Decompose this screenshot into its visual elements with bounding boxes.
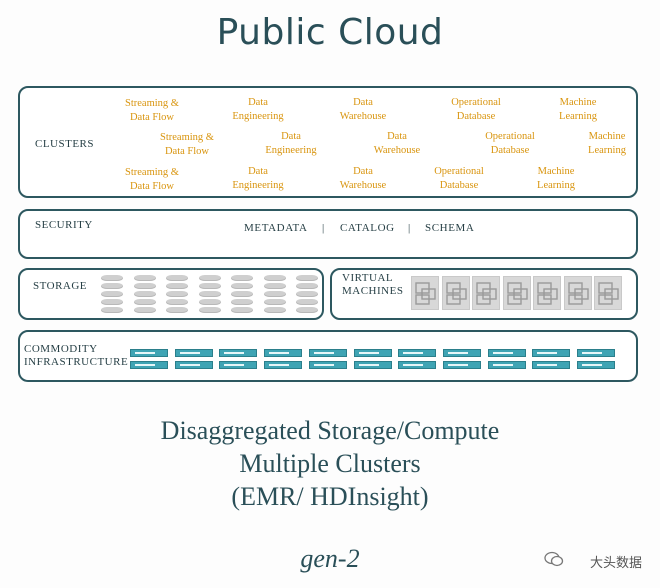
cluster-service: Data Warehouse [339,97,387,122]
server-node-icon [308,349,347,357]
wechat-icon [544,551,564,567]
server-node-icon [130,349,168,357]
virtual-machine-icon [533,276,561,310]
cluster-service: Operational Database [485,131,535,156]
cluster-service: Data Warehouse [373,131,421,156]
cluster-service: Streaming & Data Flow [125,167,179,192]
server-node-icon [308,361,347,369]
server-node-icon [532,349,571,357]
storage-label: STORAGE [33,280,88,292]
server-node-icon [532,361,571,369]
cluster-service: Operational Database [451,97,501,122]
server-node-icon [577,349,615,357]
catalog-label: CATALOG [340,222,395,234]
disk-stack-icon [198,275,221,315]
disk-stack-icon [166,275,188,315]
server-node-icon [577,361,615,369]
security-panel [18,209,638,259]
security-label: SECURITY [35,219,93,231]
disk-stack-icon [263,275,286,315]
server-node-icon [174,361,213,369]
server-node-icon [442,361,481,369]
server-node-icon [264,361,303,369]
clusters-label: CLUSTERS [35,138,95,150]
server-node-icon [174,349,213,357]
virtual-machines-label: VIRTUAL MACHINES [342,272,404,297]
cluster-service: Machine Learning [537,166,575,191]
server-node-icon [264,349,303,357]
disk-stack-icon [133,275,156,315]
server-node-icon [353,361,392,369]
virtual-machine-icon [502,276,531,310]
virtual-machine-icon [472,276,500,310]
server-node-icon [487,361,526,369]
server-node-icon [442,349,481,357]
virtual-machine-icon [441,276,470,310]
server-node-icon [398,361,437,369]
diagram-title: Public Cloud [216,12,444,53]
disk-stack-icon [231,275,253,315]
server-node-icon [487,349,526,357]
server-node-icon [398,349,437,357]
cluster-service: Operational Database [434,166,484,191]
cluster-service: Data Engineering [232,97,284,122]
server-node-icon [219,361,258,369]
disk-stack-icon [101,275,123,315]
virtual-machine-icon [563,276,592,310]
cluster-service: Machine Learning [559,97,597,122]
caption-line-1: Disaggregated Storage/Compute [160,416,500,445]
server-node-icon [219,349,258,357]
cluster-service: Streaming & Data Flow [160,132,214,157]
infrastructure-label: COMMODITY INFRASTRUCTURE [24,343,129,368]
clusters-panel [18,86,638,198]
metadata-label: METADATA [244,222,308,234]
cluster-service: Data Engineering [232,166,284,191]
virtual-machine-icon [411,276,439,310]
separator: | [322,222,325,234]
virtual-machine-icon [594,276,622,310]
server-node-icon [130,361,168,369]
caption-line-3: (EMR/ HDInsight) [231,482,429,511]
caption-line-2: Multiple Clusters [239,449,421,478]
schema-label: SCHEMA [425,222,475,234]
server-node-icon [353,349,392,357]
cluster-service: Machine Learning [588,131,626,156]
cluster-service: Data Warehouse [339,166,387,191]
generation-label: gen-2 [300,544,360,573]
cluster-service: Streaming & Data Flow [125,98,179,123]
separator: | [408,222,411,234]
watermark-text: 大头数据 [589,556,642,571]
cluster-service: Data Engineering [265,131,317,156]
disk-stack-icon [296,275,318,315]
